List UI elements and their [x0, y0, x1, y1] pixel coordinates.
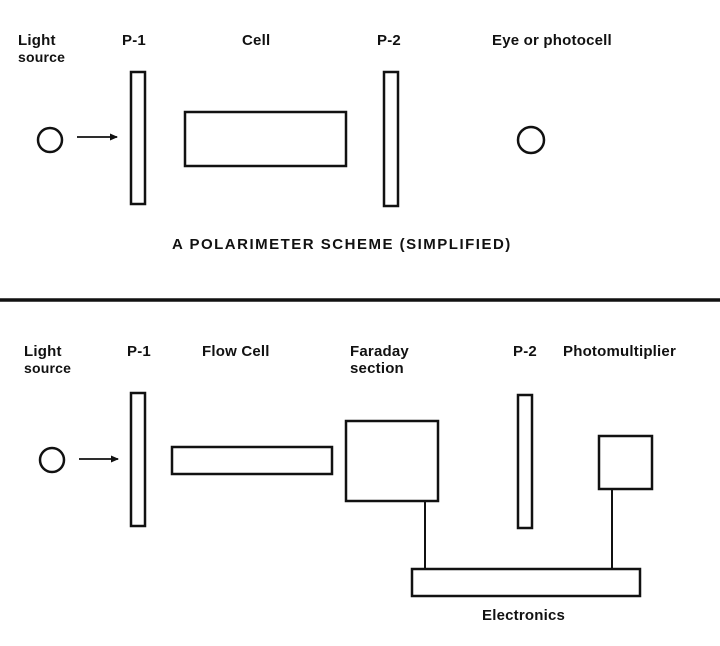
flow-cell: [170, 445, 334, 476]
bottom-light-label-line1: Light: [24, 343, 62, 360]
top-p1-label: P-1: [122, 32, 146, 49]
top-sample-cell: [183, 110, 348, 168]
top-detector-icon: [516, 125, 546, 155]
top-cell-label: Cell: [242, 32, 271, 49]
top-p2-label: P-2: [377, 32, 401, 49]
bottom-p1-label: P-1: [127, 343, 151, 360]
faraday-label-line2: section: [350, 360, 404, 377]
bottom-light-source-label: Light source: [24, 343, 71, 377]
faraday-section: [344, 419, 440, 503]
bottom-photomultiplier-label: Photomultiplier: [563, 343, 676, 360]
bottom-light-source-icon: [38, 446, 66, 474]
top-polarizer-p1: [129, 70, 147, 206]
top-detector-label: Eye or photocell: [492, 32, 612, 49]
top-source-label-line2: source: [18, 49, 66, 65]
faraday-label-line1: Faraday: [350, 343, 409, 360]
bottom-flow-cell-label: Flow Cell: [202, 343, 270, 360]
bottom-source-label-line2: source: [24, 360, 72, 376]
electronics-label: Electronics: [482, 607, 566, 624]
top-light-label-line1: Light: [18, 32, 56, 49]
top-polarizer-p2: [382, 70, 400, 208]
bottom-polarizer-p2: [516, 393, 534, 530]
bottom-polarizer-p1: [129, 391, 147, 528]
top-light-source-icon: [36, 126, 64, 154]
top-panel-title: A POLARIMETER SCHEME (SIMPLIFIED): [172, 236, 512, 253]
photomultiplier: [597, 434, 654, 491]
electronics-unit: [410, 567, 642, 598]
bottom-faraday-label: Faraday section: [350, 343, 409, 377]
top-light-source-label: Light source: [18, 32, 65, 66]
bottom-p2-label: P-2: [513, 343, 537, 360]
